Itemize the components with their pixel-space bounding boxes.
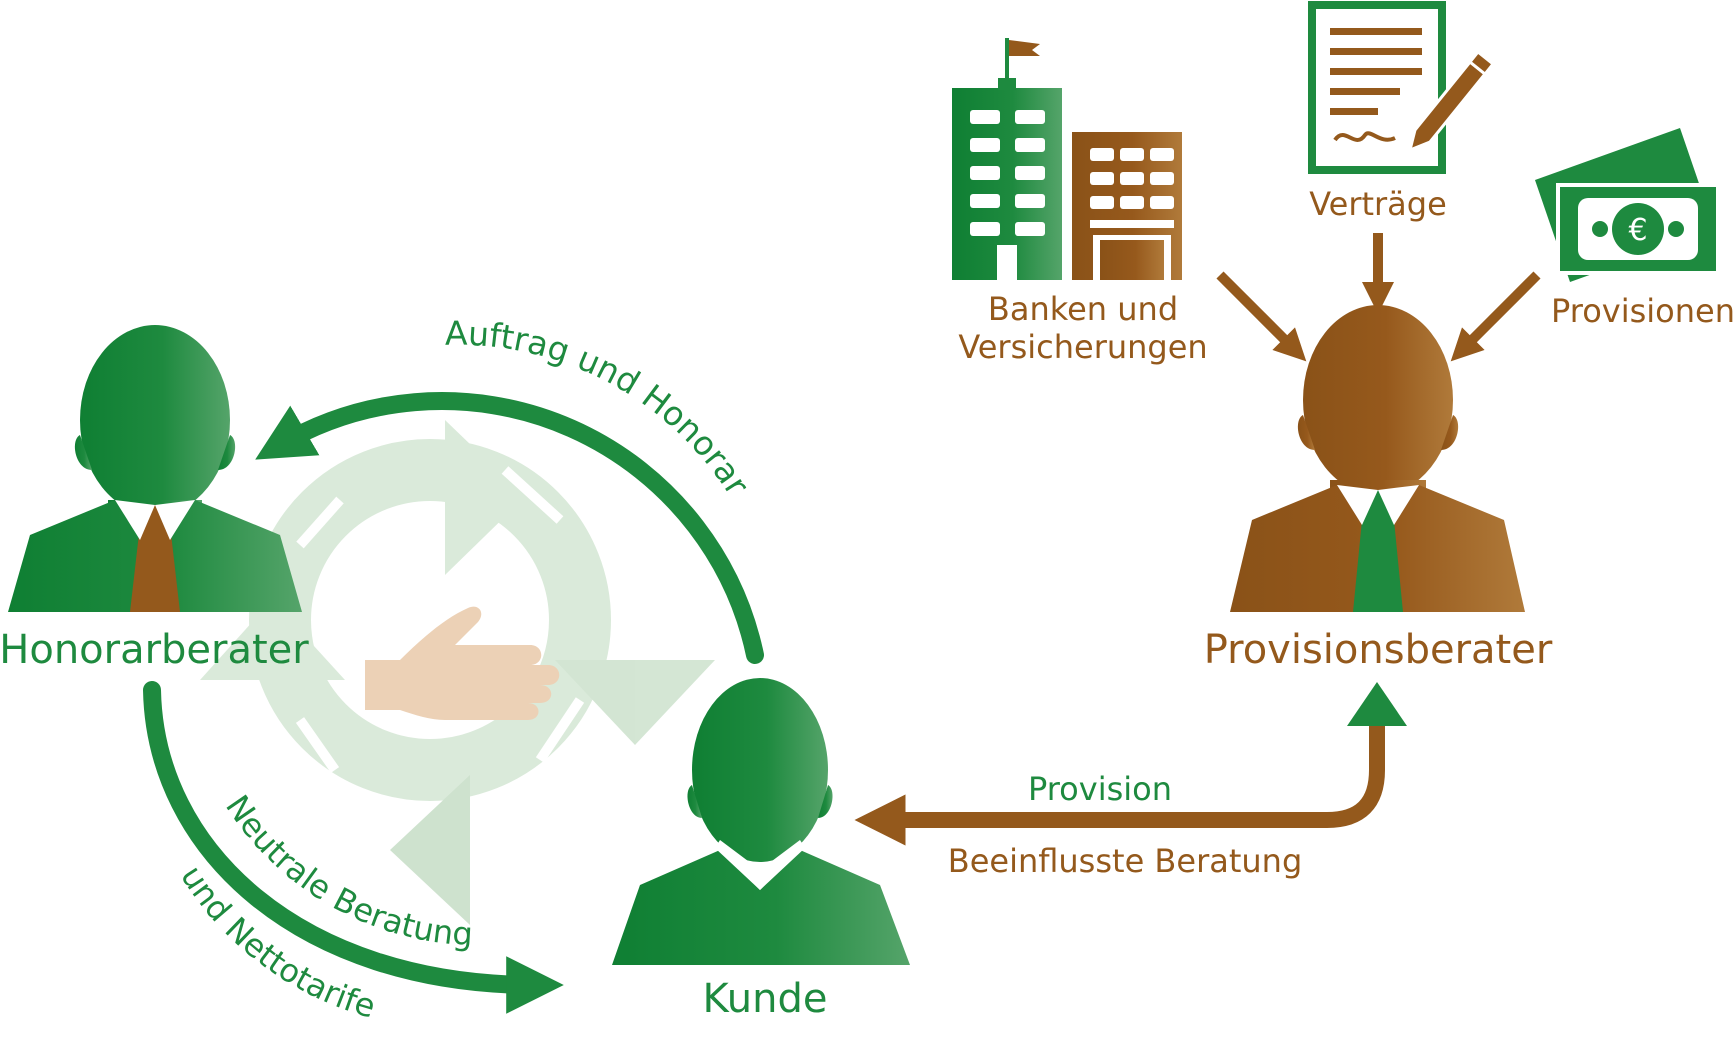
label-beeinflusste-beratung: Beeinflusste Beratung <box>948 842 1303 880</box>
arrow-from-money <box>1450 271 1541 362</box>
label-banken-line2: Versicherungen <box>958 328 1207 366</box>
cycle-arrows-icon <box>200 420 715 925</box>
arrow-from-banks <box>1216 271 1307 362</box>
arrow-auftrag-honorar <box>255 392 764 664</box>
contract-icon <box>1308 1 1496 174</box>
label-provisionen: Provisionen <box>1551 292 1735 330</box>
label-honorarberater: Honorarberater <box>0 627 309 673</box>
label-kunde: Kunde <box>703 976 828 1022</box>
arrow-provision <box>854 705 1385 846</box>
person-icon <box>1230 305 1525 612</box>
person-icon <box>612 678 910 965</box>
arrow-neutrale-beratung <box>143 681 564 1014</box>
label-vertraege: Verträge <box>1309 185 1447 223</box>
hand-icon <box>365 606 560 720</box>
label-provision: Provision <box>1028 770 1172 808</box>
person-icon <box>8 325 302 612</box>
label-provisionsberater: Provisionsberater <box>1204 627 1553 673</box>
label-banken-line1: Banken und <box>988 290 1178 328</box>
buildings-icon <box>952 38 1182 280</box>
arrow-head-up <box>1347 682 1407 726</box>
money-icon: € <box>1535 128 1720 282</box>
euro-symbol: € <box>1628 213 1647 248</box>
